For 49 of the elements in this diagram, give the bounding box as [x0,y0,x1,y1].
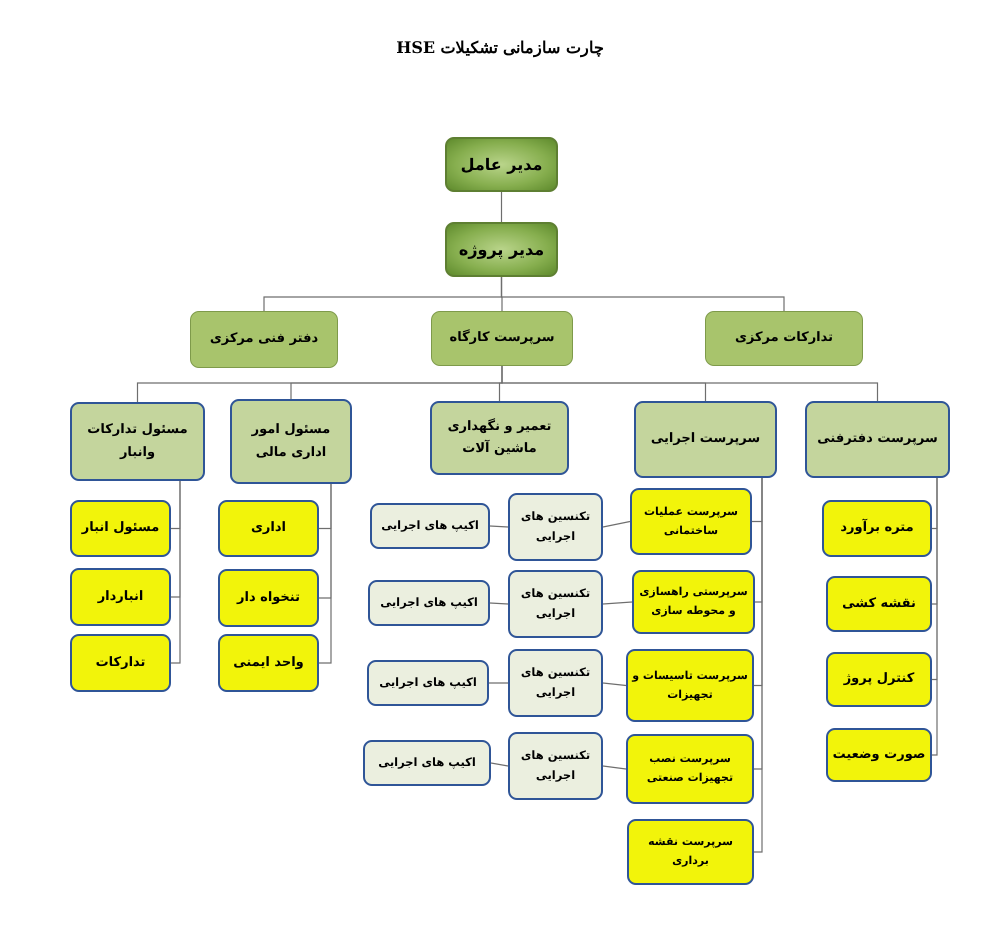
connector-line [932,478,938,756]
team-box: تکنسین های اجرایی [508,649,603,717]
team-box: اکیپ های اجرایی [363,740,491,786]
connector-line [602,520,630,528]
position-box: سرپرست نصب تجهیزات صنعتی [626,734,754,804]
department-box: تدارکات مرکزی [705,311,863,366]
position-box: انباردار [70,568,171,626]
connector-line [136,366,503,402]
position-box: اداری [218,500,319,557]
connector-line [500,192,502,222]
team-box: تکنسین های اجرایی [508,570,603,638]
position-box: صورت وضعیت [826,728,932,782]
connector-line [490,762,508,767]
position-box: واحد ایمنی [218,634,319,692]
title: چارت سازمانی تشکیلات HSE [395,38,605,57]
team-box: تکنسین های اجرایی [508,493,603,561]
position-box: سرپرست عملیات ساختمانی [630,488,752,555]
connector-line [602,682,626,686]
connector-line [602,765,626,770]
connector-line [319,484,332,664]
connector-line [602,601,632,605]
department-box: سرپرست کارگاه [431,311,573,366]
team-box: اکیپ های اجرایی [367,660,489,706]
connector-line [263,277,502,311]
position-box: سرپرست نقشه برداری [627,819,754,885]
connector-line [171,481,181,664]
unit-box: سرپرست اجرایی [634,401,777,478]
connector-line [490,602,508,605]
position-box: کنترل پروژ [826,652,932,707]
position-box: تنخواه دار [218,569,319,627]
unit-box: سرپرست دفترفنی [805,401,950,478]
manager-box: مدیر عامل [445,137,558,192]
manager-box: مدیر پروژه [445,222,558,277]
connector-line [489,682,508,684]
team-box: اکیپ های اجرایی [368,580,490,626]
position-box: سرپرست تاسیسات و تجهیزات [626,649,754,722]
position-box: تدارکات [70,634,171,692]
position-box: نقشه کشی [826,576,932,632]
connector-line [490,525,508,528]
unit-box: مسئول تدارکات وانبار [70,402,205,481]
unit-box: تعمیر و نگهداری ماشین آلات [430,401,569,475]
position-box: متره برآورد [822,500,932,557]
connector-line [754,478,763,853]
unit-box: مسئول امور اداری مالی [230,399,352,484]
team-box: تکنسین های اجرایی [508,732,603,800]
position-box: مسئول انبار [70,500,171,557]
team-box: اکیپ های اجرایی [370,503,490,549]
position-box: سرپرستی راهسازی و محوطه سازی [632,570,755,634]
department-box: دفتر فنی مرکزی [190,311,338,368]
